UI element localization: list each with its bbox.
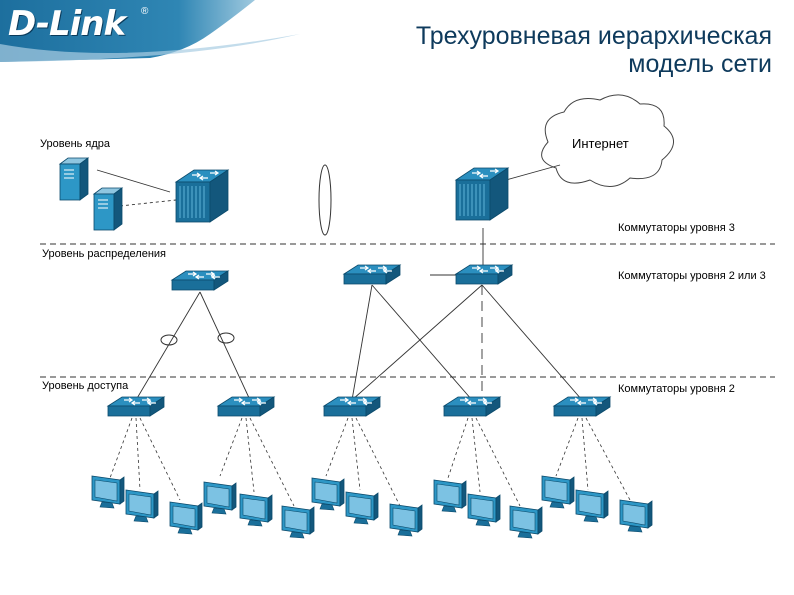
- label-switches-l2: Коммутаторы уровня 2: [618, 383, 735, 395]
- distribution-switch-icon: [455, 264, 513, 285]
- label-distribution-level: Уровень распределения: [42, 248, 166, 260]
- distribution-switch-icon: [171, 270, 229, 291]
- distribution-switch-icon: [343, 264, 401, 285]
- title-line-1: Трехуровневая иерархическая: [415, 22, 772, 50]
- access-switch-icon: [553, 396, 611, 417]
- label-core-level: Уровень ядра: [40, 138, 111, 150]
- link-aggregation-ellipse-right: [217, 332, 235, 344]
- internet-cloud-icon: [541, 94, 674, 187]
- label-switches-l2-or-l3: Коммутаторы уровня 2 или 3: [618, 270, 766, 282]
- computer-icon: [467, 493, 501, 527]
- computer-icon: [433, 479, 467, 513]
- computer-icon: [239, 493, 273, 527]
- computer-icon: [281, 505, 315, 539]
- title-line-2: модель сети: [628, 50, 772, 78]
- logo-band: [0, 0, 300, 62]
- computer-icon: [169, 501, 203, 535]
- label-switches-l3: Коммутаторы уровня 3: [618, 222, 735, 234]
- computer-icon: [389, 503, 423, 537]
- link-aggregation-ellipse: [318, 164, 332, 236]
- computer-icon: [203, 481, 237, 515]
- computer-icon: [125, 489, 159, 523]
- access-switch-icon: [217, 396, 275, 417]
- computer-icon: [575, 489, 609, 523]
- computer-icon: [91, 475, 125, 509]
- computer-icon: [509, 505, 543, 539]
- label-internet: Интернет: [572, 136, 629, 151]
- link-aggregation-ellipse-left: [160, 334, 178, 346]
- registered-mark: ®: [141, 6, 149, 17]
- computer-icon: [619, 499, 653, 533]
- core-switch-right-icon: [455, 167, 509, 221]
- access-switch-icon: [323, 396, 381, 417]
- page-title: Трехуровневая иерархическая модель сети: [332, 22, 772, 78]
- computer-icon: [345, 491, 379, 525]
- dlink-logo: D-Link: [8, 4, 126, 44]
- server-icon: [59, 157, 89, 201]
- computer-icon: [311, 477, 345, 511]
- label-access-level: Уровень доступа: [42, 380, 129, 392]
- computer-icon: [541, 475, 575, 509]
- server-icon: [93, 187, 123, 231]
- core-switch-left-icon: [175, 169, 229, 223]
- access-switch-icon: [443, 396, 501, 417]
- access-switch-icon: [107, 396, 165, 417]
